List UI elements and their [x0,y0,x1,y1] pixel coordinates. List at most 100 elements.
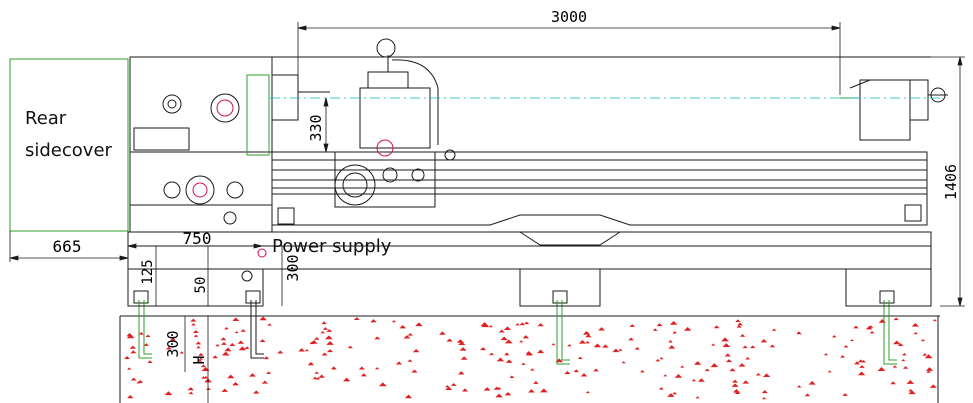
hatch-mark [489,352,495,356]
hatch-mark [796,385,802,388]
hatch-mark [738,363,746,367]
hatch-mark [890,381,896,385]
hatch-mark [164,391,173,396]
hatch-mark [403,335,411,339]
hatch-mark [694,361,702,365]
hatch-mark [360,373,367,377]
hatch-mark [722,343,731,348]
hatch-mark [193,334,199,337]
hatch-mark [445,385,450,388]
hatch-mark [598,327,606,331]
hatch-mark [628,337,634,341]
hatch-mark [480,322,489,327]
hatch-mark [602,344,609,348]
hatch-mark [695,396,700,399]
hatch-mark [126,334,135,339]
hatch-mark [197,359,203,362]
hatch-mark [136,381,141,384]
hatch-mark [771,328,777,331]
hatch-mark [808,381,816,385]
hatch-mark [704,368,710,372]
hatch-mark [378,382,387,387]
hatch-mark [691,379,697,382]
hatch-mark [925,367,934,371]
hatch-mark [229,343,236,347]
hatch-mark [869,331,875,334]
hatch-mark [240,329,246,332]
hatch-mark [238,346,247,351]
hatch-mark [729,368,736,372]
hatch-mark [710,363,719,368]
hatch-mark [307,362,315,366]
hatch-mark [457,371,465,375]
hatch-mark [221,351,230,356]
hatch-mark [461,388,469,392]
hatch-mark [263,356,270,360]
hatch-mark [503,326,512,331]
hatch-mark [533,381,539,384]
hatch-mark [901,359,906,362]
hatch-mark [922,353,928,356]
hatch-mark [237,340,245,344]
hatch-mark [892,365,898,368]
hatch-mark [324,335,333,340]
hatch-mark [496,387,502,390]
hatch-mark [893,317,899,321]
hatch-mark [926,370,931,373]
hatch-mark [314,371,320,374]
hatch-mark [528,389,535,393]
anchor-bolt [133,290,152,359]
hatch-mark [456,339,464,343]
hatch-mark [796,331,802,335]
hatch-mark [857,371,866,376]
hatch-mark [732,389,740,393]
hatch-mark [220,337,227,341]
hatch-mark [206,387,211,390]
hatch-mark [327,349,334,353]
hatch-mark [259,316,267,321]
hatch-mark [902,353,907,356]
hatch-mark [877,367,886,371]
hatch-mark [911,322,919,327]
hatch-mark [309,341,315,345]
hatch-mark [439,331,446,335]
hatch-mark [395,361,403,365]
hatch-mark [521,362,526,365]
hatch-mark [742,345,748,349]
hatch-mark [227,374,235,379]
dim-125: 125 [140,259,156,284]
hatch-mark [165,346,172,350]
hatch-mark [735,319,741,322]
hatch-mark [224,327,229,330]
hatch-mark [212,355,218,359]
hatch-mark [500,336,508,341]
hatch-mark [652,328,658,331]
hatch-mark [232,317,240,322]
hatch-mark [680,365,685,368]
hatch-mark [769,344,776,348]
concrete-foundation [119,315,940,403]
dim-665: 665 [53,237,82,256]
hatch-mark [861,360,867,363]
hatch-mark [199,357,204,360]
hatch-mark [760,338,768,343]
hatch-mark [842,393,848,396]
hatch-mark [130,377,137,381]
hatch-mark [198,353,204,356]
hatch-mark [734,391,741,394]
hatch-mark [612,348,620,353]
hatch-mark [407,359,413,362]
hatch-mark [745,356,751,360]
hatch-mark [374,367,380,370]
hatch-mark [201,366,210,371]
hatch-mark [326,328,333,332]
hatch-mark [906,380,915,384]
hatch-mark [585,341,590,344]
hatch-mark [674,373,683,378]
hatch-mark [445,386,453,390]
hatch-mark [908,390,916,395]
hatch-mark [667,393,675,397]
hatch-mark [321,352,328,356]
hatch-mark [663,374,668,377]
hatch-mark [342,377,351,382]
